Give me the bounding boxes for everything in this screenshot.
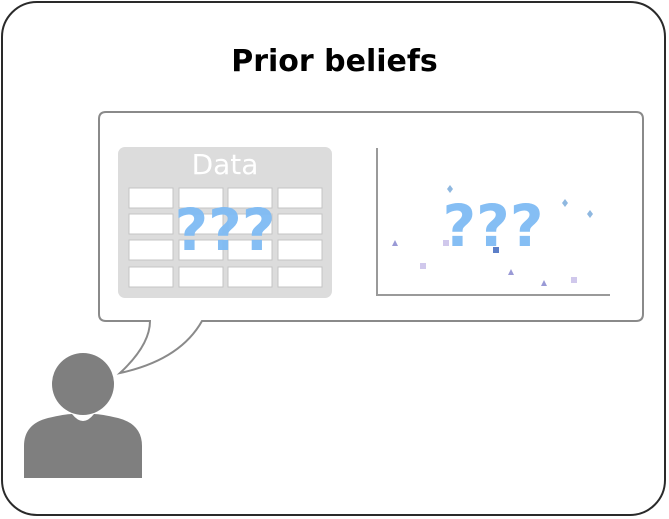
scatter-point-square [571,277,577,283]
table-header-label: Data [191,148,259,181]
scatter-point-square [443,240,449,246]
table-cell [227,266,273,288]
table-cell [227,239,273,261]
table-cells [128,187,323,288]
scatter-point-triangle [541,280,547,286]
scatter-point-diamond [562,199,568,207]
scatter-point-triangle [508,269,514,275]
table-cell [277,266,323,288]
scatter-point-square [420,263,426,269]
scatter-point-diamond [447,185,453,193]
table-cell [178,213,224,235]
diagram-title: Prior beliefs [231,44,438,79]
table-cell [128,239,174,261]
table-cell [227,213,273,235]
table-cell [178,239,224,261]
person-icon [24,353,142,478]
person-head [52,353,114,415]
scatter-point-square [493,247,499,253]
data-table [118,147,332,298]
table-cell [128,266,174,288]
table-cell [128,213,174,235]
scatter-point-triangle [392,240,398,246]
table-cell [277,213,323,235]
person-body [24,414,142,478]
table-cell [227,187,273,209]
scatter-point-diamond [587,210,593,218]
table-cell [178,266,224,288]
table-cell [178,187,224,209]
table-cell [128,187,174,209]
table-cell [277,239,323,261]
plot-unknown-marker: ??? [442,192,544,260]
scatter-plot [376,148,610,296]
table-cell [277,187,323,209]
table-unknown-marker: ??? [174,196,276,264]
